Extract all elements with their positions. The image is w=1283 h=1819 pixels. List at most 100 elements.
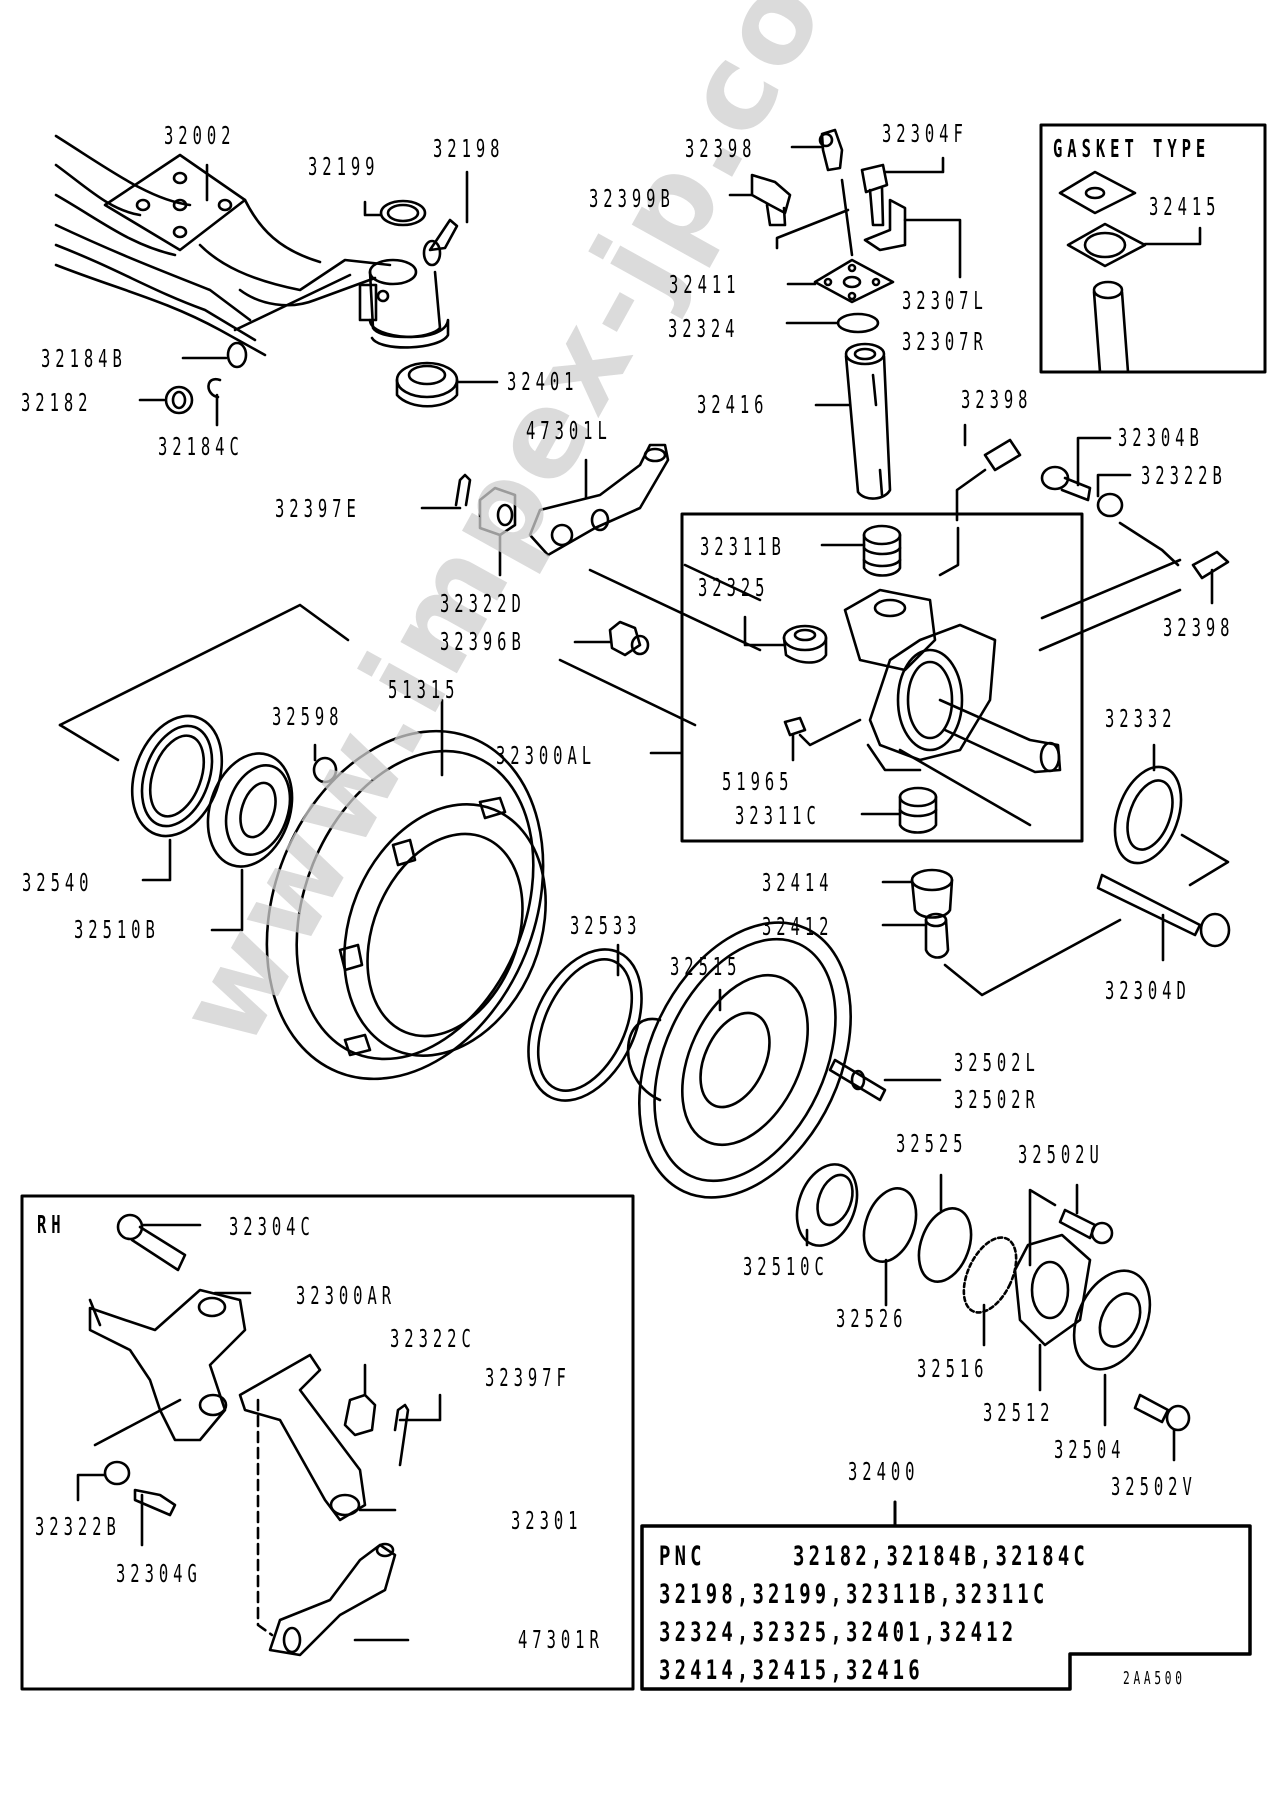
part-label-32396B[interactable]: 32396B — [440, 627, 526, 656]
rh-inset-frame — [20, 1194, 635, 1691]
part-label-32198[interactable]: 32198 — [433, 134, 505, 163]
part-label-32512[interactable]: 32512 — [983, 1398, 1055, 1427]
part-label-32411[interactable]: 32411 — [669, 270, 741, 299]
bearing-32510C — [795, 1163, 859, 1247]
part-label-32398-top[interactable]: 32398 — [685, 134, 757, 163]
hub-cap-32504 — [1072, 1269, 1152, 1371]
bolt-32304B — [1040, 465, 1092, 502]
part-label-32322C[interactable]: 32322C — [390, 1324, 476, 1353]
wheel-hub-32515 — [626, 921, 852, 1199]
lock-nut-32525 — [917, 1207, 973, 1283]
part-label-32502R[interactable]: 32502R — [954, 1085, 1040, 1114]
part-label-32199[interactable]: 32199 — [308, 152, 380, 181]
plug-32412 — [924, 912, 950, 959]
part-label-32002[interactable]: 32002 — [164, 121, 236, 150]
nut-32322B — [1096, 492, 1124, 518]
part-label-32399B[interactable]: 32399B — [589, 184, 675, 213]
part-label-32324[interactable]: 32324 — [668, 314, 740, 343]
part-label-32397F[interactable]: 32397F — [485, 1363, 571, 1392]
part-label-32397E[interactable]: 32397E — [275, 494, 361, 523]
part-label-32184B[interactable]: 32184B — [41, 344, 127, 373]
steering-knuckle-32300AR — [88, 1288, 247, 1442]
part-label-32184C[interactable]: 32184C — [158, 432, 244, 461]
part-label-32540[interactable]: 32540 — [22, 868, 94, 897]
pnc-row-4: 32414,32415,32416 — [659, 1655, 924, 1686]
knuckle-arm-47301R — [268, 1542, 397, 1657]
gasket-type-title: GASKET TYPE — [1053, 134, 1211, 163]
part-label-32304C[interactable]: 32304C — [229, 1212, 315, 1241]
part-label-32598[interactable]: 32598 — [272, 702, 344, 731]
grease-nipple-32398-mid — [983, 438, 1022, 472]
part-label-32300AR[interactable]: 32300AR — [296, 1281, 397, 1310]
part-label-32415[interactable]: 32415 — [1149, 192, 1221, 221]
cap-plate-32411 — [813, 258, 895, 304]
steering-arm-32301 — [238, 1353, 367, 1522]
part-label-32301[interactable]: 32301 — [511, 1506, 583, 1535]
king-pin-32416 — [844, 342, 892, 500]
dust-seal-32414 — [910, 868, 954, 919]
part-label-32307R[interactable]: 32307R — [902, 327, 988, 356]
bolt-32396B — [608, 620, 650, 657]
part-label-32516[interactable]: 32516 — [917, 1354, 989, 1383]
pnc-row-3: 32324,32325,32401,32412 — [659, 1617, 1018, 1648]
part-label-32300AL[interactable]: 32300AL — [496, 741, 597, 770]
gasket-32415 — [1058, 170, 1147, 374]
part-label-32304D[interactable]: 32304D — [1105, 976, 1191, 1005]
part-label-32304G[interactable]: 32304G — [116, 1559, 202, 1588]
part-label-32502U[interactable]: 32502U — [1018, 1140, 1104, 1169]
bolt-32304D — [1096, 873, 1231, 948]
part-label-51965[interactable]: 51965 — [722, 767, 794, 796]
part-label-32182[interactable]: 32182 — [21, 388, 93, 417]
cotter-pin-32397F — [393, 1403, 410, 1467]
part-label-32322B-top[interactable]: 32322B — [1141, 461, 1227, 490]
part-label-32322B-rh[interactable]: 32322B — [35, 1512, 121, 1541]
knuckle-inset-frame — [680, 512, 1084, 843]
part-label-32502V[interactable]: 32502V — [1111, 1472, 1197, 1501]
part-label-32332[interactable]: 32332 — [1105, 704, 1177, 733]
nut-32182 — [164, 385, 194, 415]
part-label-51315[interactable]: 51315 — [388, 675, 460, 704]
oil-seal-32540 — [130, 714, 224, 838]
pnc-row-1: 32182,32184B,32184C — [793, 1541, 1090, 1572]
part-label-32510B[interactable]: 32510B — [74, 915, 160, 944]
part-label-32510C[interactable]: 32510C — [743, 1252, 829, 1281]
part-label-32533[interactable]: 32533 — [570, 911, 642, 940]
pnc-row-2: 32198,32199,32311B,32311C — [659, 1579, 1049, 1610]
nut-32598 — [312, 756, 338, 784]
part-label-32307L[interactable]: 32307L — [902, 286, 988, 315]
part-label-32398-mid[interactable]: 32398 — [961, 385, 1033, 414]
part-label-32311B[interactable]: 32311B — [700, 532, 786, 561]
part-label-32416[interactable]: 32416 — [697, 390, 769, 419]
part-label-32526[interactable]: 32526 — [836, 1304, 908, 1333]
part-label-32325[interactable]: 32325 — [698, 573, 770, 602]
axle-beam-32002 — [54, 134, 450, 357]
part-label-32322D[interactable]: 32322D — [440, 589, 526, 618]
part-label-32525[interactable]: 32525 — [896, 1129, 968, 1158]
part-label-32504[interactable]: 32504 — [1054, 1435, 1126, 1464]
part-label-32412[interactable]: 32412 — [762, 912, 834, 941]
part-label-32400[interactable]: 32400 — [848, 1457, 920, 1486]
part-label-47301L[interactable]: 47301L — [526, 416, 612, 445]
part-label-32515[interactable]: 32515 — [670, 952, 742, 981]
part-label-32304B[interactable]: 32304B — [1118, 423, 1204, 452]
part-label-47301R[interactable]: 47301R — [518, 1625, 604, 1654]
cotter-pin-32397E — [454, 473, 472, 507]
bracket-32307 — [863, 198, 907, 252]
shim-51965 — [783, 716, 807, 737]
nut-32322D — [478, 486, 517, 537]
gasket-32516 — [962, 1236, 1018, 1314]
part-label-32414[interactable]: 32414 — [762, 868, 834, 897]
steering-knuckle-32300AL — [843, 588, 1062, 774]
clip-32184C — [207, 377, 222, 399]
part-label-32401[interactable]: 32401 — [507, 367, 579, 396]
grease-nipple-32398-top — [818, 128, 844, 172]
part-label-32398-right[interactable]: 32398 — [1163, 613, 1235, 642]
part-label-32502L[interactable]: 32502L — [954, 1048, 1040, 1077]
rh-inset-title: RH — [37, 1210, 66, 1239]
bushing-32311C — [898, 786, 938, 834]
thrust-bearing-32401 — [395, 361, 459, 399]
part-label-32311C[interactable]: 32311C — [735, 801, 821, 830]
part-label-32304F[interactable]: 32304F — [882, 119, 968, 148]
bearing-32510B — [206, 752, 294, 868]
